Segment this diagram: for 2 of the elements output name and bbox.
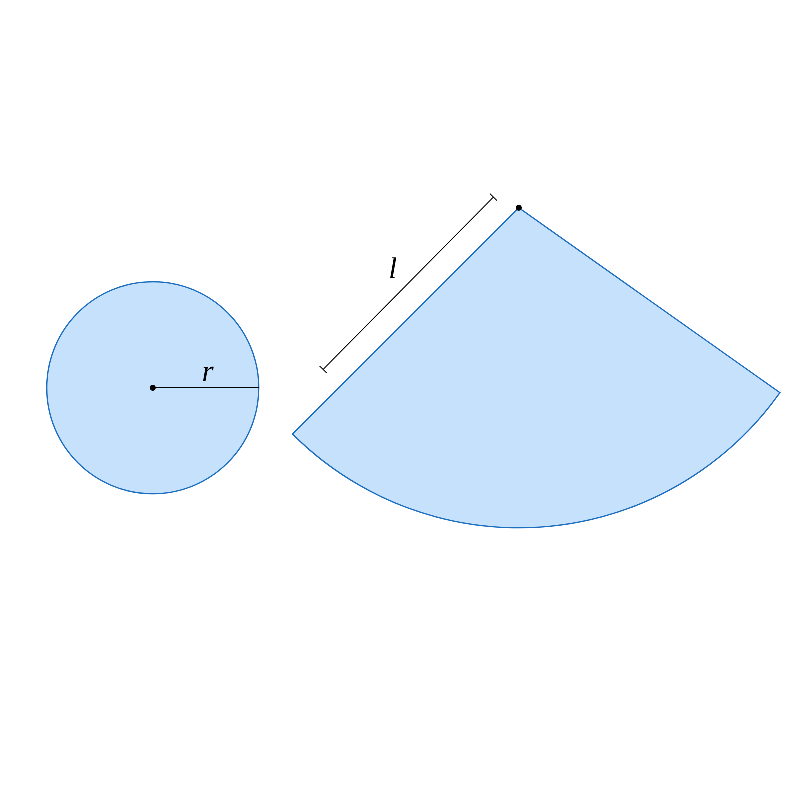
- dimension-label: r: [203, 366, 214, 382]
- dimension-label: l: [390, 258, 396, 278]
